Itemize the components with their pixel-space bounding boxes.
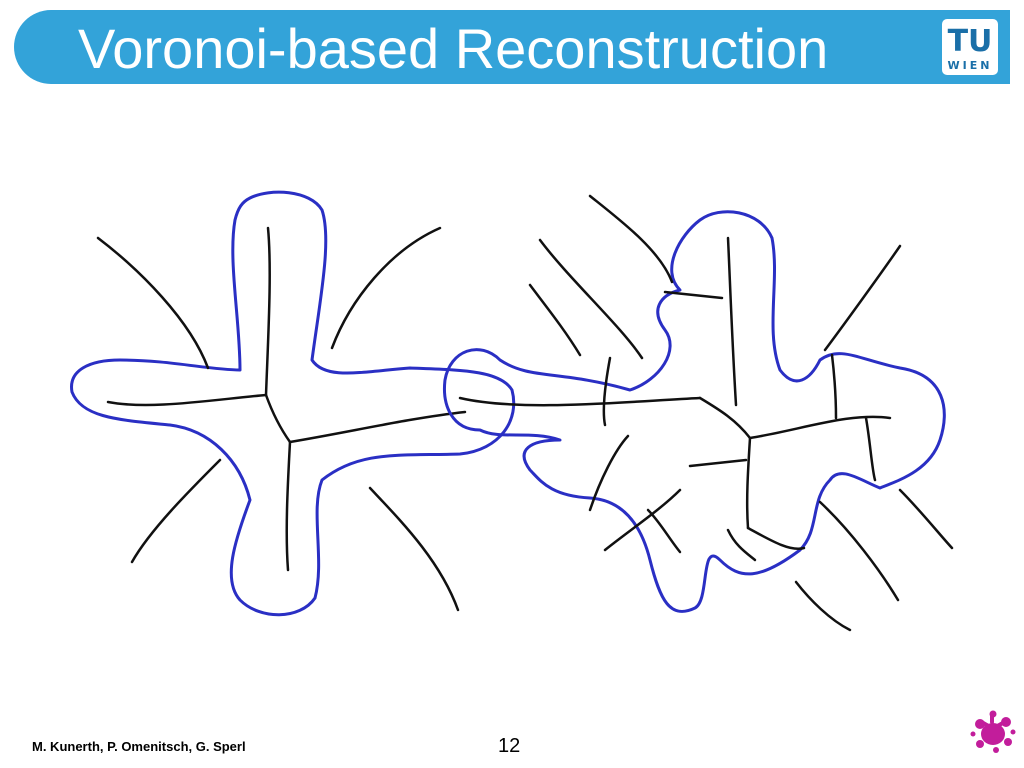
footer-authors: M. Kunerth, P. Omenitsch, G. Sperl [32, 739, 246, 754]
logo-tu-text: TU [948, 24, 993, 59]
left-outline [70, 190, 516, 617]
right-outline [442, 210, 946, 613]
right-outer-axis [528, 194, 954, 632]
logo-wien-text: WIEN [948, 59, 993, 72]
slide-title: Voronoi-based Reconstruction [78, 17, 829, 80]
left-reconstruction [70, 190, 516, 617]
voronoi-reconstruction-figure [70, 190, 954, 632]
tu-wien-logo-icon: TU WIEN [940, 17, 1000, 77]
right-medial-axis [458, 236, 892, 562]
paint-splat-icon [968, 706, 1018, 756]
left-outer-axis [96, 226, 460, 612]
left-medial-axis [106, 226, 467, 572]
page-number: 12 [498, 735, 521, 757]
title-bar: Voronoi-based Reconstruction [14, 10, 1010, 84]
right-reconstruction [442, 194, 954, 632]
